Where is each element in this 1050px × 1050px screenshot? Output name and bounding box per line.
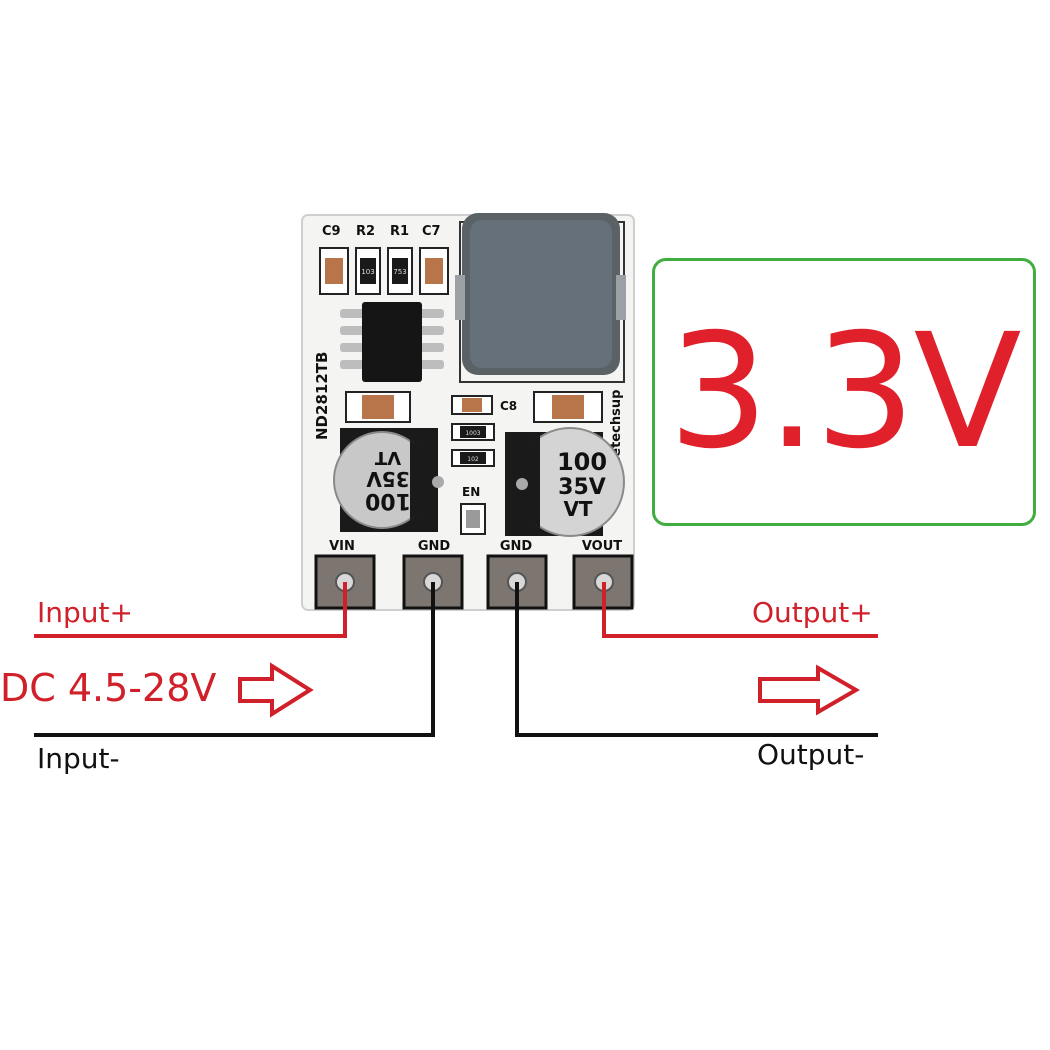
voltage-box: 3.3V (652, 258, 1036, 526)
cap-left-voltage: 35V (366, 467, 410, 491)
label-r2: R2 (356, 224, 375, 239)
wire-output-negative (515, 582, 878, 737)
label-input-range: DC 4.5-28V (0, 666, 217, 710)
smd-cap-right (533, 391, 603, 423)
input-arrow-icon (238, 662, 314, 718)
wire-input-positive (34, 582, 347, 638)
smd-r1: 753 (387, 247, 413, 295)
label-c9: C9 (322, 224, 341, 239)
smd-c9 (319, 247, 349, 295)
label-c7: C7 (422, 224, 441, 239)
code-r-mid2: 102 (467, 456, 479, 463)
label-input-plus: Input+ (37, 596, 133, 629)
label-c8: C8 (500, 399, 517, 413)
ic-chip (340, 302, 444, 382)
pin-label-vin: VIN (329, 539, 355, 554)
wire-output-positive (602, 582, 878, 638)
output-voltage: 3.3V (668, 300, 1021, 484)
label-output-minus: Output- (757, 738, 865, 771)
cap-left-value: 100 (365, 488, 411, 513)
label-r1: R1 (390, 224, 409, 239)
electrolytic-capacitor-left: 100 35V VT (333, 428, 444, 532)
smd-cap-left (345, 391, 411, 423)
code-r2: 103 (361, 268, 374, 276)
code-r-mid1: 1003 (465, 430, 480, 437)
pin-label-gnd1: GND (418, 539, 451, 554)
cap-right-voltage: 35V (558, 475, 606, 500)
pin-label-vout: VOUT (582, 539, 622, 554)
smd-c8 (451, 395, 493, 415)
cap-right-value: 100 (557, 448, 607, 476)
output-arrow-icon (758, 664, 860, 716)
smd-c7 (419, 247, 449, 295)
cap-left-series: VT (374, 447, 401, 468)
inductor (455, 213, 626, 375)
label-input-minus: Input- (37, 742, 120, 775)
smd-resistor-mid2: 102 (451, 449, 495, 467)
electrolytic-capacitor-right: 100 35V VT (505, 427, 625, 537)
smd-resistor-mid1: 1003 (451, 423, 495, 441)
part-number: ND2812TB (313, 352, 331, 440)
pin-label-gnd2: GND (500, 539, 533, 554)
wire-input-negative (34, 582, 435, 737)
cap-right-series: VT (563, 497, 592, 521)
label-output-plus: Output+ (752, 596, 873, 629)
label-en: EN (462, 485, 480, 499)
smd-r2: 103 (355, 247, 381, 295)
code-r1: 753 (393, 268, 406, 276)
